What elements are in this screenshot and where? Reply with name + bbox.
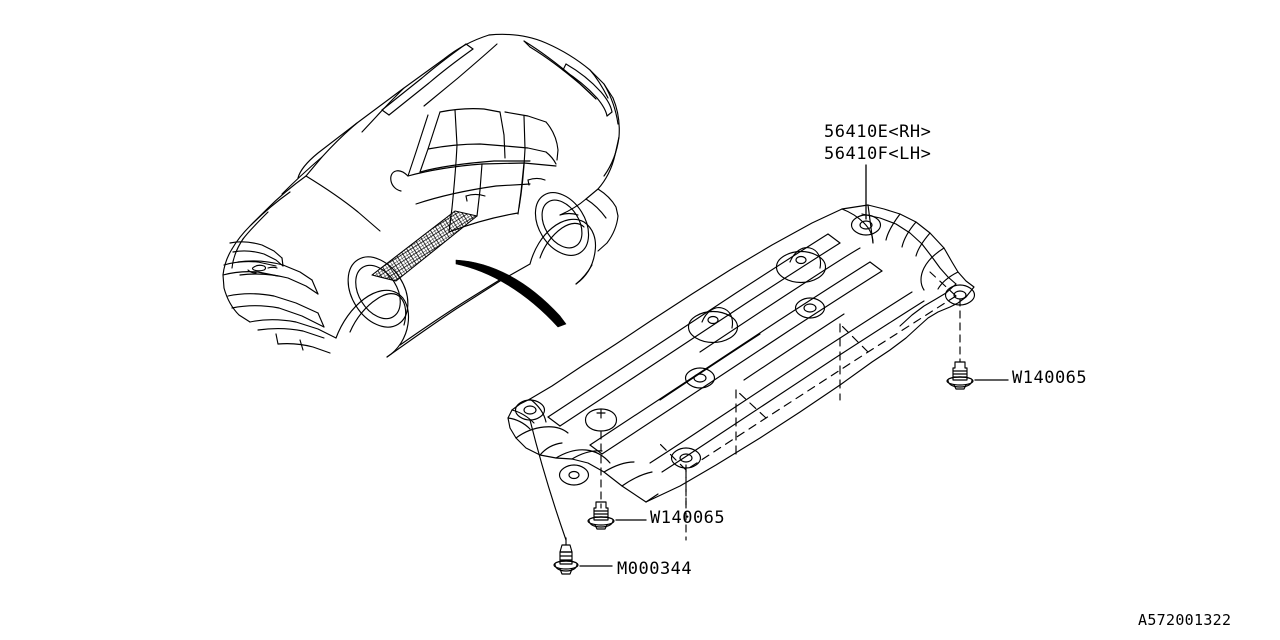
diagram-reference-number: A572001322 xyxy=(1138,611,1232,629)
fastener-label-w140065-center: W140065 xyxy=(650,508,726,528)
vehicle-illustration xyxy=(222,33,620,358)
fastener-label-w140065-right: W140065 xyxy=(1012,368,1088,388)
mounting-boss xyxy=(850,214,882,236)
mounting-boss xyxy=(514,399,546,421)
mounting-hole xyxy=(584,408,618,432)
fastener-label-m000344: M000344 xyxy=(617,559,693,579)
mounting-boss xyxy=(558,464,590,486)
mounting-boss xyxy=(775,247,827,284)
flange-bolt-icon xyxy=(946,361,974,390)
mounting-boss xyxy=(687,307,739,344)
pointer-arrow xyxy=(455,259,567,328)
rocker-panel-hatch-region xyxy=(371,210,478,282)
flange-bolt-icon xyxy=(587,501,615,530)
leader-to-bolt-left xyxy=(529,419,567,541)
part-label-lh: 56410F<LH> xyxy=(824,144,932,164)
part-label-rh: 56410E<RH> xyxy=(824,122,932,142)
mounting-boss xyxy=(684,367,716,389)
mounting-boss xyxy=(670,447,702,469)
under-cover-panel xyxy=(507,164,976,541)
stepped-bolt-icon xyxy=(553,537,579,575)
mounting-boss xyxy=(794,297,826,319)
